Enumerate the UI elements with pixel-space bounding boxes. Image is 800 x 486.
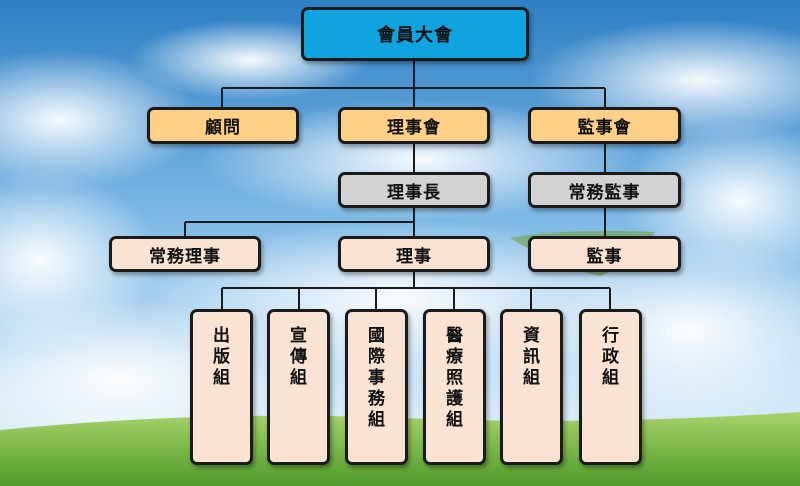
node-board: 理事會	[338, 107, 490, 144]
node-group: 醫療照護組	[423, 309, 486, 465]
node-label: 會員大會	[377, 25, 453, 46]
node-managing-director: 常務理事	[109, 236, 261, 272]
node-label: 出版組	[213, 326, 230, 388]
node-label: 資訊組	[523, 326, 540, 388]
node-label: 理事長	[387, 182, 441, 203]
node-label: 理事會	[387, 118, 441, 138]
node-label: 常務監事	[568, 182, 641, 203]
node-label: 監事會	[577, 118, 632, 138]
node-group: 宣傳組	[267, 309, 330, 465]
cloud	[0, 50, 200, 190]
node-supervisor: 監事	[528, 236, 681, 272]
node-label: 醫療照護組	[446, 326, 463, 430]
node-advisor: 顧問	[147, 107, 299, 144]
node-chairman: 理事長	[338, 172, 490, 208]
node-label: 宣傳組	[290, 326, 307, 388]
node-group: 行政組	[579, 309, 642, 465]
node-label: 監事	[586, 246, 623, 267]
node-managing-supervisor: 常務監事	[528, 172, 681, 208]
node-group: 資訊組	[500, 309, 563, 465]
node-label: 行政組	[602, 326, 619, 388]
node-group: 出版組	[190, 309, 253, 465]
node-supervisory-board: 監事會	[528, 107, 681, 144]
node-label: 國際事務組	[368, 326, 385, 430]
node-general-assembly: 會員大會	[301, 7, 529, 61]
node-group: 國際事務組	[345, 309, 408, 465]
node-label: 理事	[396, 246, 432, 267]
node-label: 顧問	[205, 118, 241, 138]
node-label: 常務理事	[149, 246, 221, 267]
node-director: 理事	[338, 236, 490, 272]
